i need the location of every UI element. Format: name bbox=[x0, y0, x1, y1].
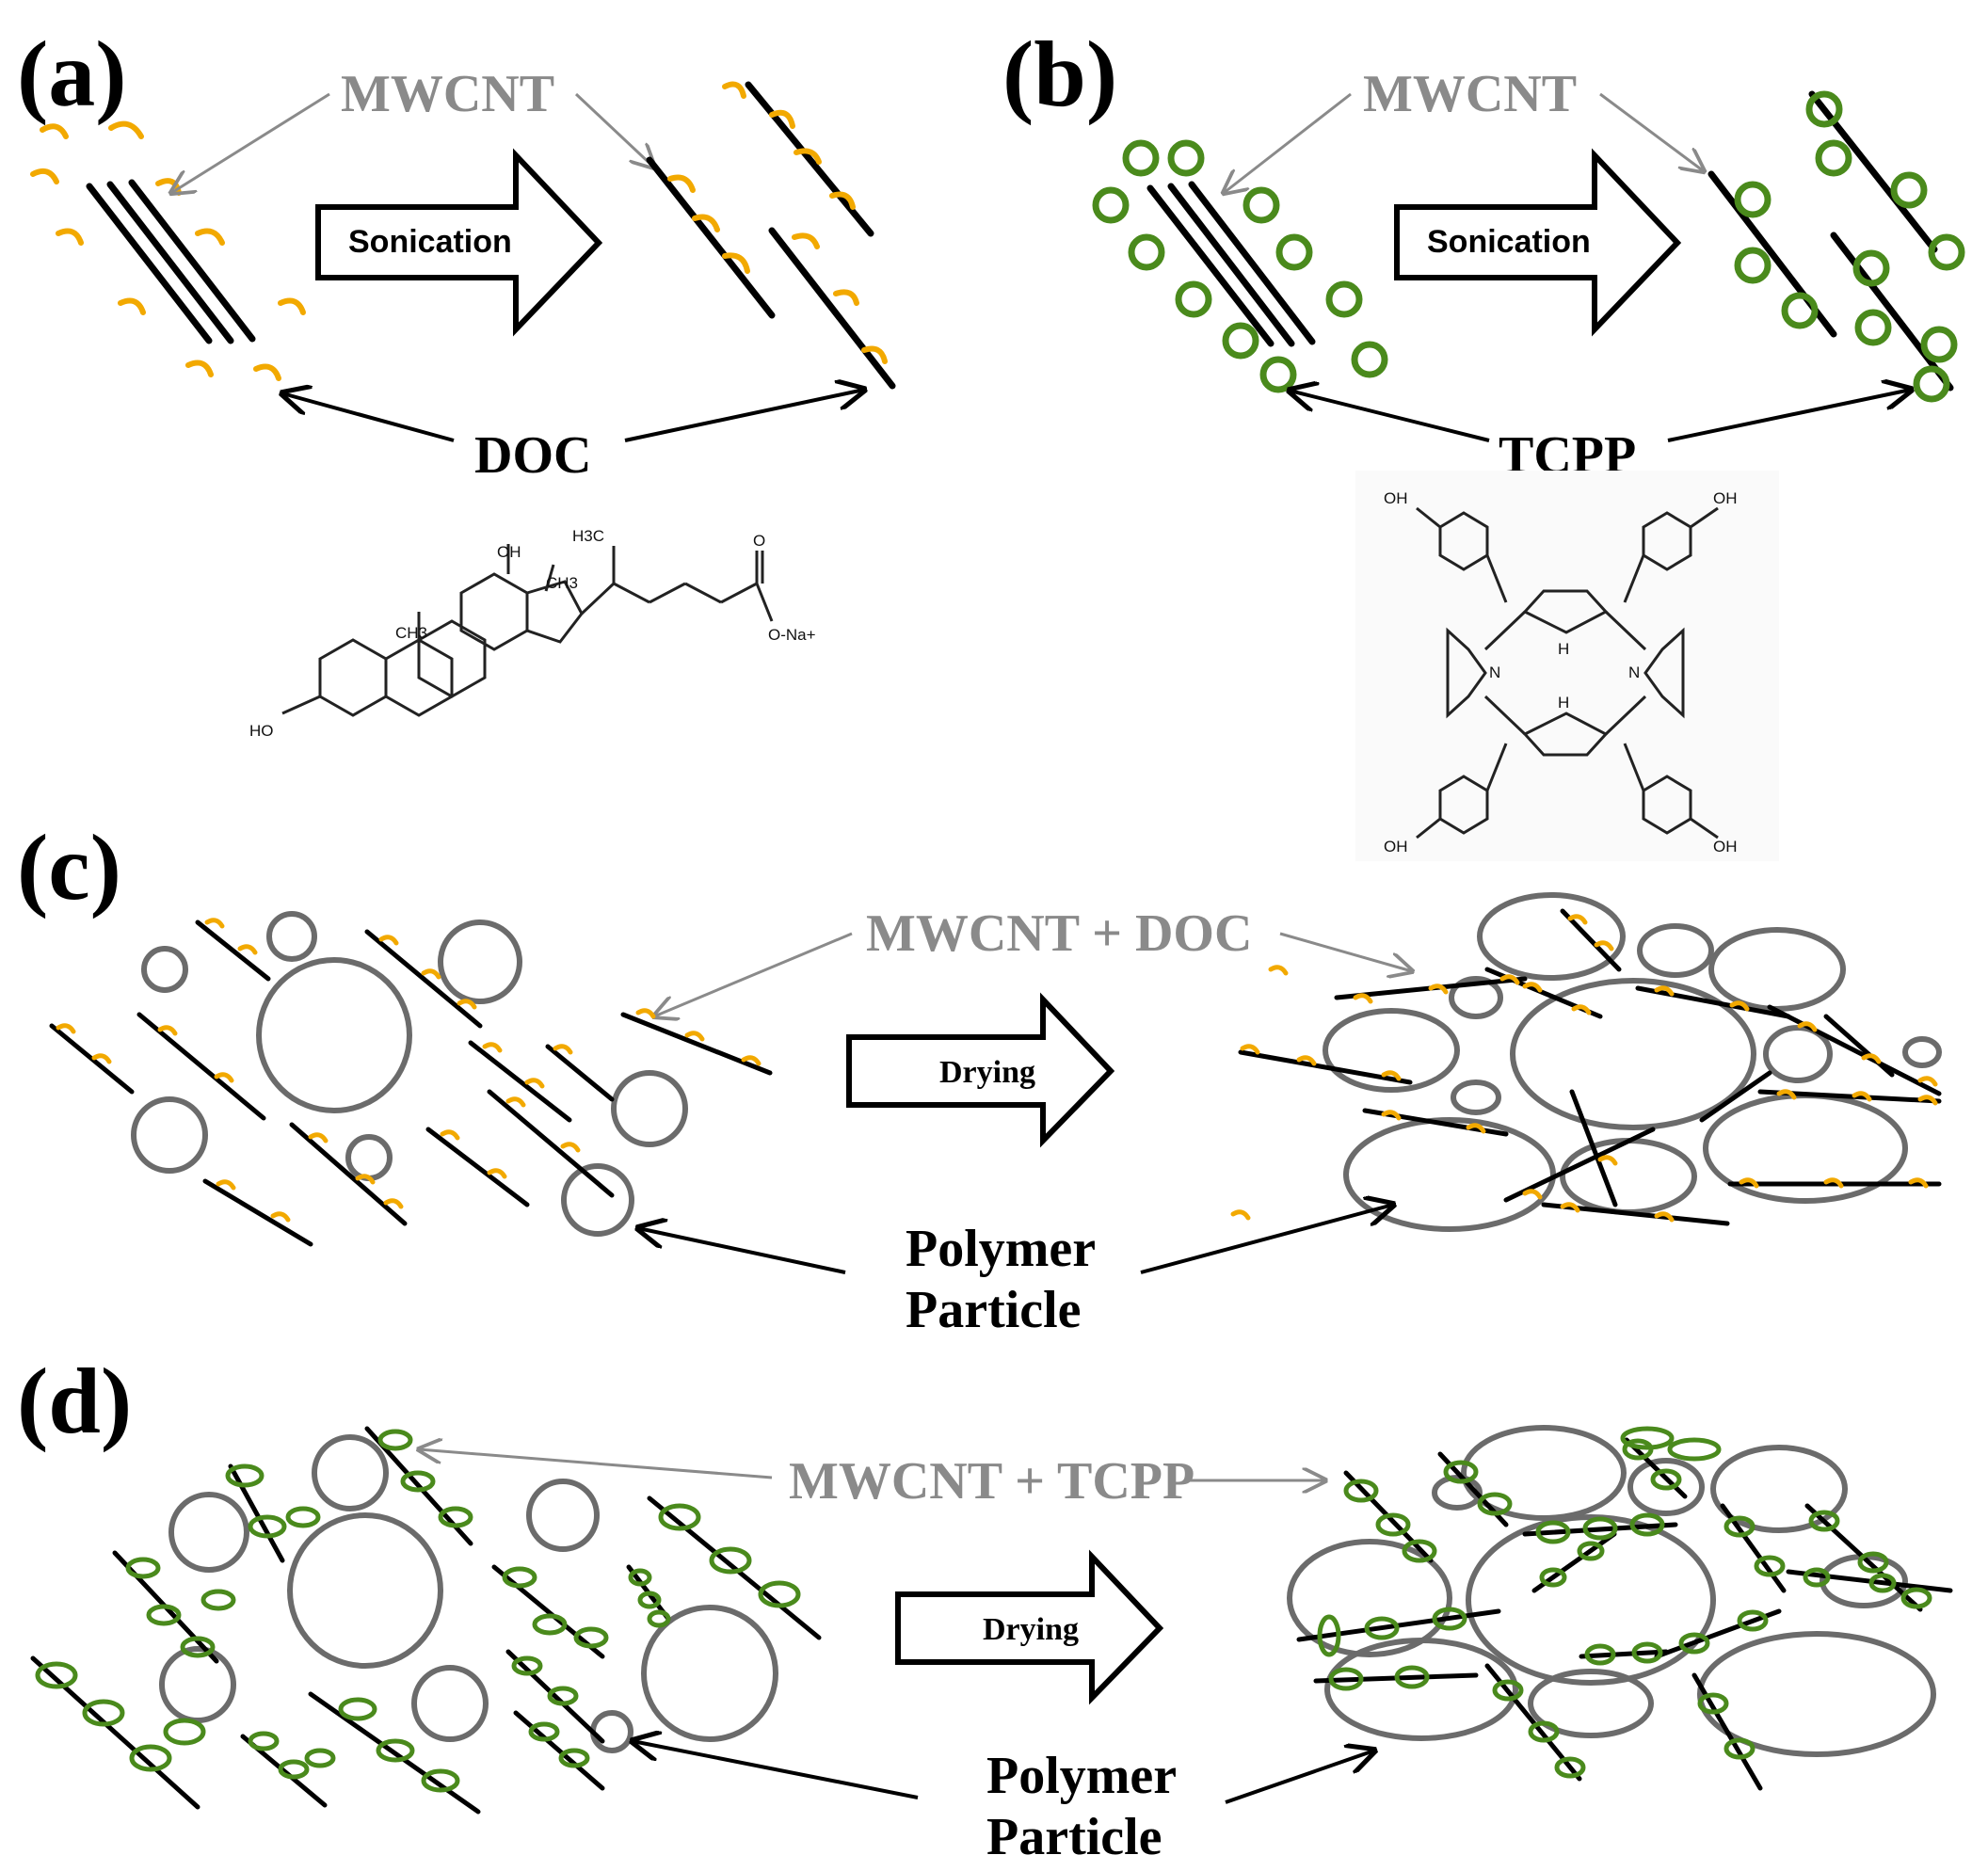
panel-c-particle-label: Particle bbox=[906, 1281, 1082, 1339]
panel-a-label: (a) bbox=[17, 22, 127, 126]
panel-d-drying-label: Drying bbox=[983, 1612, 1079, 1647]
panel-b-sonication-arrow: Sonication bbox=[1394, 148, 1682, 337]
panel-b-mwcnt-label: MWCNT bbox=[1363, 65, 1577, 123]
panel-c-particles-wet bbox=[131, 911, 688, 1237]
panel-b-sonication-label: Sonication bbox=[1427, 224, 1591, 260]
doc-ch3-1: CH3 bbox=[546, 574, 578, 592]
panel-a: (a) MWCNT Sonication bbox=[17, 22, 896, 740]
tcpp-structure: H N N H OH OH OH OH bbox=[1355, 471, 1779, 861]
panel-d: (d) MWCNT + TCPP bbox=[17, 1349, 1953, 1866]
panel-a-sonication-arrow: Sonication bbox=[315, 148, 603, 337]
tcpp-n-right: N bbox=[1628, 664, 1640, 681]
panel-a-dispersed-tubes bbox=[646, 81, 896, 390]
panel-b-label: (b) bbox=[1002, 22, 1117, 126]
panel-d-tcpp-wet bbox=[35, 1429, 801, 1793]
panel-c-drying-label: Drying bbox=[939, 1055, 1035, 1090]
panel-b-free-tcpp bbox=[1092, 139, 1388, 393]
panel-a-nanotube-bundle bbox=[86, 179, 256, 344]
panel-c: (c) MWCNT + DOC bbox=[17, 815, 1942, 1339]
tcpp-cooh-1: OH bbox=[1384, 489, 1408, 507]
panel-d-particles-dry bbox=[1287, 1425, 1936, 1757]
doc-ho: HO bbox=[249, 722, 274, 740]
panel-a-doc-label: DOC bbox=[474, 426, 591, 485]
panel-a-free-doc bbox=[30, 120, 306, 381]
panel-d-mixture-label: MWCNT + TCPP bbox=[789, 1452, 1194, 1511]
panel-d-label: (d) bbox=[17, 1349, 132, 1453]
panel-d-polymer-label: Polymer bbox=[986, 1747, 1177, 1805]
tcpp-cooh-2: OH bbox=[1713, 489, 1738, 507]
doc-salt: O-Na+ bbox=[768, 626, 816, 644]
tcpp-nh-bottom: H bbox=[1558, 694, 1569, 712]
panel-c-tubes-wet bbox=[49, 918, 773, 1247]
panel-c-label: (c) bbox=[17, 815, 121, 920]
panel-d-tcpp-dry bbox=[1317, 1426, 1932, 1779]
tcpp-n-left: N bbox=[1489, 664, 1500, 681]
panel-a-mwcnt-label: MWCNT bbox=[341, 65, 554, 123]
panel-c-mixture-label: MWCNT + DOC bbox=[866, 904, 1252, 963]
panel-c-particles-dry bbox=[1323, 892, 1942, 1232]
doc-o: O bbox=[753, 532, 765, 550]
panel-c-doc-dry bbox=[1230, 914, 1938, 1223]
tcpp-cooh-3: OH bbox=[1384, 838, 1408, 856]
panel-a-sonication-label: Sonication bbox=[348, 224, 512, 260]
panel-b-nanotube-bundle bbox=[1146, 181, 1316, 347]
doc-structure: OH CH3 CH3 H3C HO O O-Na+ bbox=[249, 527, 816, 740]
panel-b: (b) MWCNT Sonication bbox=[1002, 22, 1965, 861]
panel-c-polymer-label: Polymer bbox=[906, 1220, 1096, 1278]
panel-d-particle-label: Particle bbox=[986, 1808, 1162, 1866]
tcpp-nh-top: H bbox=[1558, 640, 1569, 658]
doc-h3c: H3C bbox=[572, 527, 604, 545]
doc-oh: OH bbox=[497, 543, 521, 561]
panel-b-dispersed-tubes bbox=[1707, 90, 1965, 403]
doc-ch3-2: CH3 bbox=[395, 624, 427, 642]
tcpp-cooh-4: OH bbox=[1713, 838, 1738, 856]
panel-c-drying-arrow: Drying bbox=[846, 992, 1115, 1148]
panel-d-drying-arrow: Drying bbox=[895, 1549, 1164, 1705]
